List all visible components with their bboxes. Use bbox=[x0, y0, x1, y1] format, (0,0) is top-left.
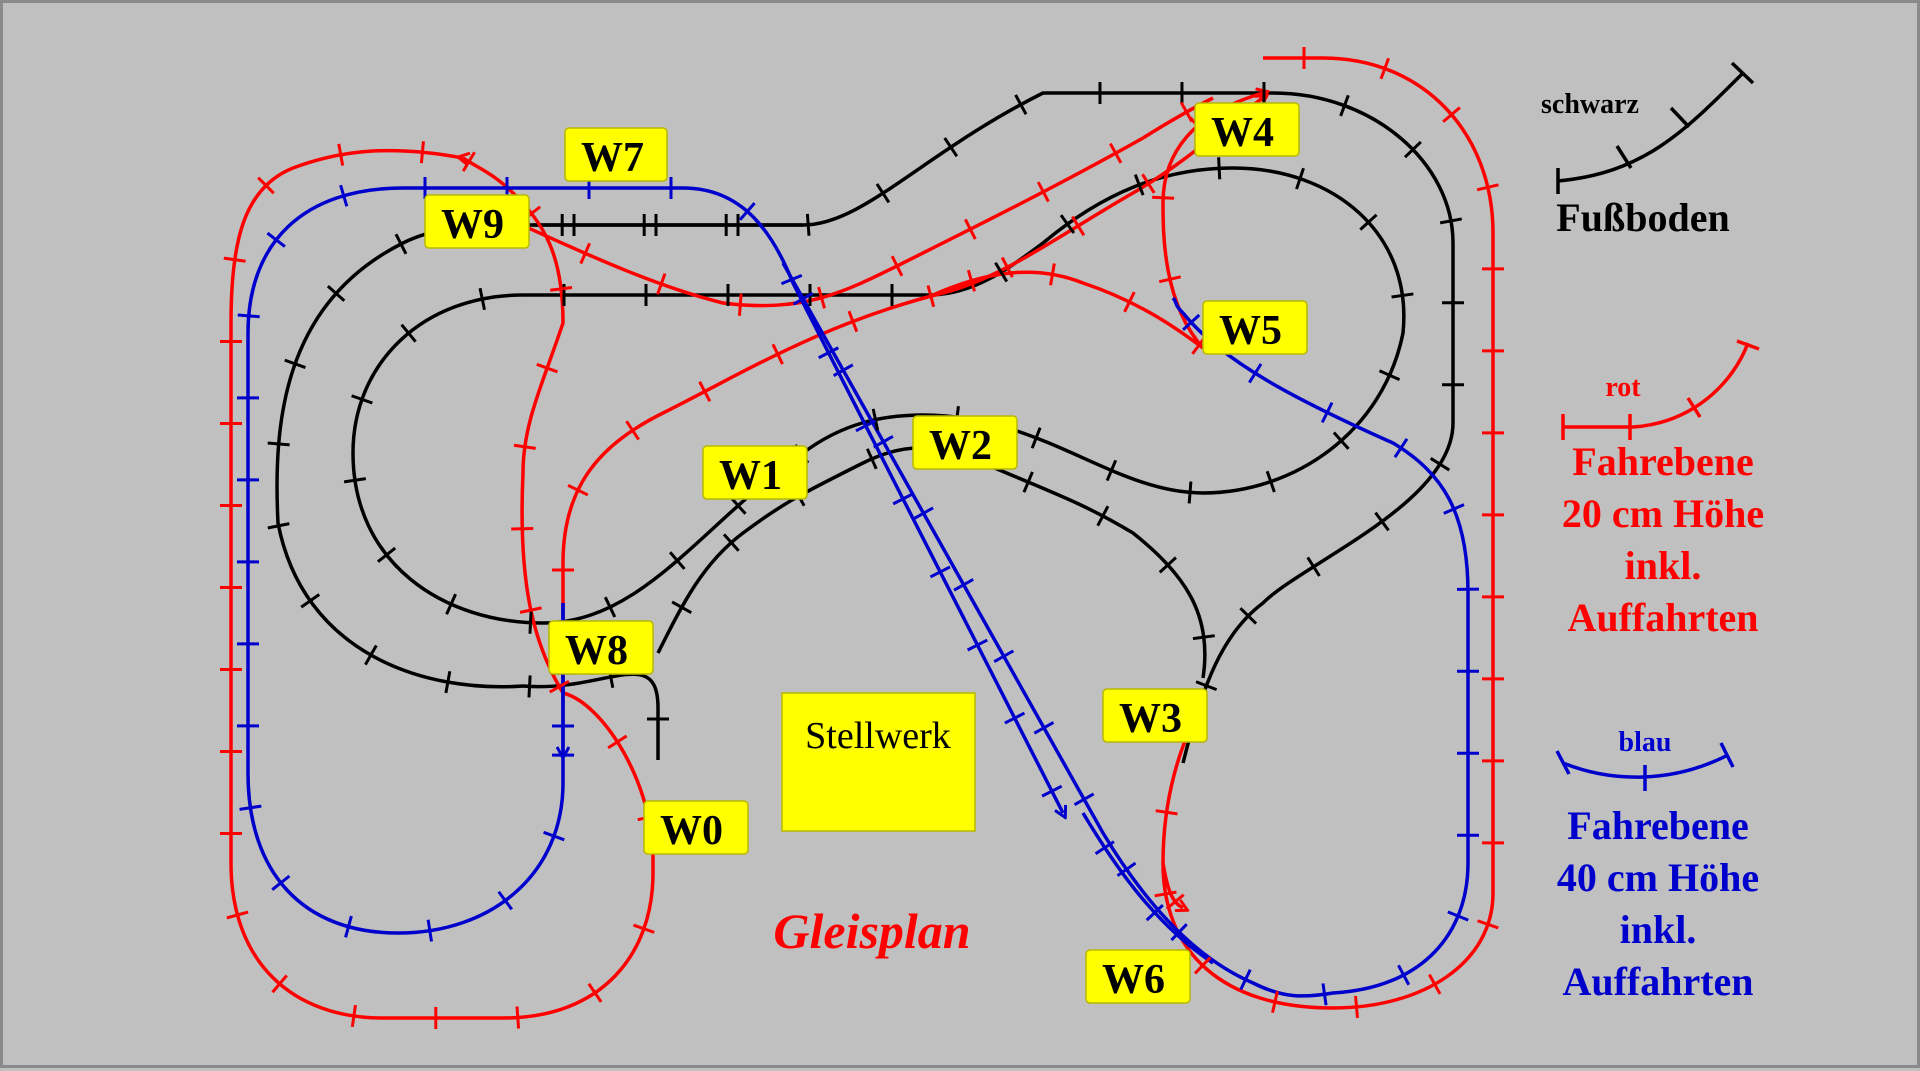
track-sleeper-tick bbox=[1249, 364, 1261, 383]
track-sleeper-tick bbox=[608, 736, 627, 748]
control-room-stellwerk[interactable]: Stellwerk bbox=[782, 693, 975, 831]
track-sleeper-tick bbox=[1152, 197, 1174, 198]
track-sleeper-tick bbox=[874, 436, 893, 447]
track-sleeper-tick bbox=[1440, 219, 1462, 223]
legend-blue-line-4: Auffahrten bbox=[1562, 959, 1753, 1004]
track-sleeper-tick bbox=[1431, 458, 1450, 470]
track-sleeper-tick bbox=[428, 920, 431, 942]
track-sleeper-tick bbox=[1193, 636, 1215, 639]
switch-W5[interactable]: W5 bbox=[1203, 301, 1307, 354]
track-sleeper-tick bbox=[365, 645, 376, 664]
switch-label-W6: W6 bbox=[1102, 957, 1165, 1003]
plan-title: Gleisplan bbox=[773, 903, 970, 959]
switch-label-W4: W4 bbox=[1211, 110, 1274, 156]
track-sleeper-tick bbox=[268, 443, 290, 445]
track-sleeper-tick bbox=[945, 138, 957, 156]
legend-black: schwarz Fußboden bbox=[1541, 63, 1753, 240]
track-sleeper-tick bbox=[589, 984, 601, 1002]
track-sleeper-tick bbox=[1034, 722, 1053, 733]
track-sleeper-tick bbox=[517, 1007, 519, 1029]
control-room-label: Stellwerk bbox=[805, 715, 951, 757]
track-sleeper-tick bbox=[1219, 157, 1220, 179]
legend-red: rot Fahrebene 20 cm Höhe inkl. Auffahrte… bbox=[1562, 341, 1764, 640]
switch-label-W2: W2 bbox=[929, 423, 992, 469]
track-sleeper-ticks bbox=[220, 47, 1504, 1029]
track-sleeper-tick bbox=[807, 214, 809, 236]
legend-red-line-3: inkl. bbox=[1625, 543, 1702, 588]
track-sleeper-tick bbox=[421, 141, 423, 163]
red-track-outer-loop bbox=[231, 151, 653, 1018]
legend-blue-line-3: inkl. bbox=[1620, 907, 1697, 952]
switch-label-W8: W8 bbox=[565, 628, 628, 674]
switch-W8[interactable]: W8 bbox=[549, 621, 653, 674]
track-sleeper-tick bbox=[739, 294, 741, 316]
switch-W9[interactable]: W9 bbox=[425, 195, 529, 248]
track-sleeper-tick bbox=[511, 528, 533, 529]
switch-label-W1: W1 bbox=[719, 453, 782, 499]
legend-black-sample-label: schwarz bbox=[1541, 89, 1639, 120]
switch-label-W9: W9 bbox=[441, 202, 504, 248]
legend-red-line-4: Auffahrten bbox=[1567, 595, 1758, 640]
track-sleeper-tick bbox=[1375, 513, 1388, 531]
switch-W2[interactable]: W2 bbox=[913, 416, 1017, 469]
track-sleeper-tick bbox=[954, 579, 973, 590]
track-sleeper-tick bbox=[1323, 983, 1326, 1005]
track-sleeper-tick bbox=[529, 675, 530, 697]
track-sleeper-tick bbox=[530, 612, 531, 634]
track-sleeper-tick bbox=[914, 508, 933, 519]
track-sleeper-tick bbox=[627, 421, 639, 439]
track-sleeper-tick bbox=[301, 594, 319, 607]
track-sleeper-tick bbox=[1356, 996, 1358, 1018]
track-sleeper-tick bbox=[994, 651, 1013, 662]
track-sleeper-tick bbox=[499, 892, 512, 910]
track-sleeper-tick bbox=[1429, 975, 1440, 994]
red-track-layer bbox=[231, 58, 1493, 1018]
track-sleeper-tick bbox=[344, 479, 366, 482]
track-sleeper-tick bbox=[1395, 439, 1407, 457]
track-plan-diagram: W7 W9 W4 W5 W2 W1 W8 W0 W3 W6 Stellwerk bbox=[3, 3, 1920, 1071]
red-track-right-outer bbox=[1163, 58, 1493, 1008]
track-sleeper-tick bbox=[514, 445, 536, 448]
legend-black-line-1: Fußboden bbox=[1556, 195, 1729, 240]
legend-blue-sample-label: blau bbox=[1619, 727, 1672, 758]
legend-blue-line-2: 40 cm Höhe bbox=[1557, 855, 1759, 900]
red-track-left-s-curve bbox=[463, 158, 653, 858]
track-sleeper-tick bbox=[1189, 482, 1191, 504]
switch-W7[interactable]: W7 bbox=[565, 128, 667, 181]
track-sleeper-tick bbox=[240, 806, 262, 809]
legend-red-line-1: Fahrebene bbox=[1572, 439, 1753, 484]
track-sleeper-tick bbox=[238, 315, 260, 317]
legend-blue-line-1: Fahrebene bbox=[1567, 803, 1748, 848]
legend-red-sample-track bbox=[1563, 343, 1748, 427]
legend-red-sample-label: rot bbox=[1605, 372, 1641, 403]
track-sleeper-tick bbox=[446, 671, 450, 693]
track-sleeper-tick bbox=[224, 258, 246, 261]
switch-W1[interactable]: W1 bbox=[703, 446, 807, 499]
switch-W0[interactable]: W0 bbox=[644, 801, 748, 854]
track-sleeper-tick bbox=[877, 184, 889, 202]
track-sleeper-tick bbox=[1156, 811, 1178, 814]
switch-label-W0: W0 bbox=[660, 808, 723, 854]
switch-W3[interactable]: W3 bbox=[1103, 689, 1207, 742]
blue-track-left-loop bbox=[248, 188, 563, 933]
track-sleeper-tick bbox=[352, 1005, 355, 1027]
track-sleeper-tick bbox=[1051, 264, 1055, 286]
switch-label-W7: W7 bbox=[581, 135, 644, 181]
legend-red-line-2: 20 cm Höhe bbox=[1562, 491, 1764, 536]
track-sleeper-tick bbox=[339, 144, 343, 166]
track-sleeper-tick bbox=[463, 152, 474, 171]
track-sleeper-tick bbox=[1074, 794, 1093, 805]
track-sleeper-tick bbox=[550, 288, 572, 291]
track-sleeper-tick bbox=[1392, 294, 1414, 297]
track-sleeper-tick bbox=[268, 524, 290, 528]
track-sleeper-tick bbox=[1110, 144, 1121, 163]
legend-blue: blau Fahrebene 40 cm Höhe inkl. Auffahrt… bbox=[1557, 727, 1759, 1004]
switch-W6[interactable]: W6 bbox=[1086, 950, 1190, 1003]
track-sleeper-tick bbox=[1308, 557, 1320, 576]
blue-track-parallel-diagonal bbox=[783, 263, 1468, 996]
switch-W4[interactable]: W4 bbox=[1195, 103, 1299, 156]
switch-label-W3: W3 bbox=[1119, 696, 1182, 742]
switch-label-W5: W5 bbox=[1219, 308, 1282, 354]
